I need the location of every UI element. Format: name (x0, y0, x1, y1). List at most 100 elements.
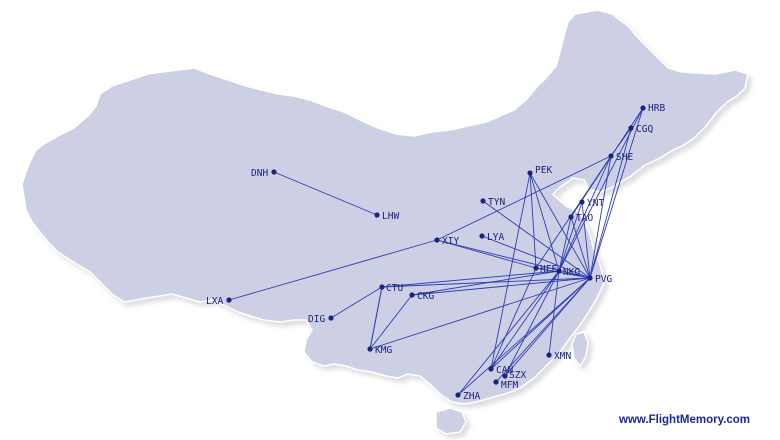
airport-cgq: CGQ (628, 124, 653, 135)
route-hrb-pvg (589, 107, 644, 279)
route-ckg-pvg (411, 277, 591, 296)
route-zha-pvg (457, 277, 591, 396)
airport-marker (226, 297, 232, 303)
route-ckg-kmg (369, 294, 413, 350)
airport-label: SHE (616, 152, 633, 163)
route-ctu-nkg (381, 270, 560, 288)
route-she-nkg (558, 155, 612, 272)
route-can-nkg (490, 270, 560, 370)
route-cgq-pvg (589, 127, 632, 279)
airport-label: TAO (576, 213, 593, 224)
airport-xmn: XMN (546, 351, 571, 362)
route-lya-pvg (481, 235, 591, 279)
route-tyn-pvg (482, 200, 591, 279)
airport-label: ZHA (463, 391, 480, 402)
route-kmg-pvg (369, 277, 591, 350)
route-pek-pvg (529, 172, 591, 279)
airport-pek: PEK (527, 165, 552, 176)
airport-marker (628, 125, 634, 131)
route-xiy-hfe (436, 239, 537, 269)
airport-label: CTU (386, 283, 403, 294)
airport-can: CAN (488, 365, 513, 376)
airport-marker (608, 153, 614, 159)
airport-marker (374, 212, 380, 218)
airport-tao: TAO (568, 213, 593, 224)
airport-zha: ZHA (455, 391, 480, 402)
route-szx-nkg (504, 270, 560, 377)
route-hfe-can (490, 267, 537, 370)
airport-marker (409, 292, 415, 298)
airport-marker (568, 214, 574, 220)
china-landmass (21, 9, 749, 435)
airport-marker (546, 352, 552, 358)
airport-label: HFE (540, 264, 557, 275)
airport-marker (493, 379, 499, 385)
airport-marker (556, 268, 562, 274)
route-ckg-nkg (411, 270, 560, 296)
route-dnh-lhw (273, 171, 378, 216)
airport-label: HRB (648, 103, 665, 114)
airport-label: LHW (382, 211, 399, 222)
airport-marker (455, 392, 461, 398)
airport-label: LYA (487, 232, 504, 243)
airport-marker (533, 265, 539, 271)
airport-lhw: LHW (374, 211, 399, 222)
taiwan-island (571, 331, 589, 368)
airport-marker (579, 199, 585, 205)
airport-label: TYN (488, 197, 505, 208)
airport-she: SHE (608, 152, 633, 163)
airport-mfm: MFM (493, 379, 518, 391)
route-tao-nkg (558, 216, 572, 272)
airport-ctu: CTU (379, 283, 403, 294)
airport-label: PEK (535, 165, 552, 176)
route-kmg-ctu (369, 286, 383, 350)
airport-pvg: PVG (587, 274, 612, 285)
airport-kmg: KMG (367, 345, 392, 356)
airport-hrb: HRB (640, 103, 665, 114)
airport-marker (527, 170, 533, 176)
airport-label: XIY (442, 236, 459, 247)
airport-label: DNH (251, 168, 268, 179)
airport-hfe: HFE (533, 264, 557, 275)
airport-label: MFM (501, 380, 518, 391)
watermark-text: www.FlightMemory.com (619, 414, 750, 426)
airport-dig: DIG (308, 314, 334, 325)
airport-dnh: DNH (251, 168, 277, 179)
airport-marker (367, 346, 373, 352)
route-lxa-xiy (228, 239, 438, 301)
route-pek-hfe (529, 172, 537, 269)
airport-label: KMG (375, 345, 392, 356)
airport-label: DIG (308, 314, 325, 325)
airport-xiy: XIY (434, 236, 459, 247)
airport-marker (328, 315, 334, 321)
airport-marker (587, 275, 593, 281)
airport-label: NKG (563, 267, 580, 278)
airport-lxa: LXA (206, 296, 232, 307)
airport-label: XMN (554, 351, 571, 362)
airport-label: CAN (496, 365, 513, 376)
route-pvg-hfe (535, 267, 591, 279)
airport-marker (480, 198, 486, 204)
airport-marker (479, 233, 485, 239)
route-ynt-nkg (558, 201, 583, 272)
hainan-island (435, 407, 467, 435)
airport-szx: SZX (502, 370, 526, 381)
route-ynt-pvg (581, 201, 591, 279)
airport-marker (434, 237, 440, 243)
route-xmn-nkg (548, 270, 560, 356)
airport-label: CKG (417, 291, 434, 302)
airport-label: SZX (509, 370, 526, 381)
route-pek-nkg (529, 172, 560, 272)
route-xiy-pvg (436, 239, 591, 279)
airport-label: LXA (206, 296, 223, 307)
airport-nkg: NKG (556, 267, 580, 278)
route-xiy-she (436, 155, 612, 241)
airport-marker (640, 105, 646, 111)
airport-marker (502, 373, 508, 379)
airport-marker (379, 284, 385, 290)
airport-lya: LYA (479, 232, 504, 243)
airport-ckg: CKG (409, 291, 434, 302)
airport-marker (271, 169, 277, 175)
